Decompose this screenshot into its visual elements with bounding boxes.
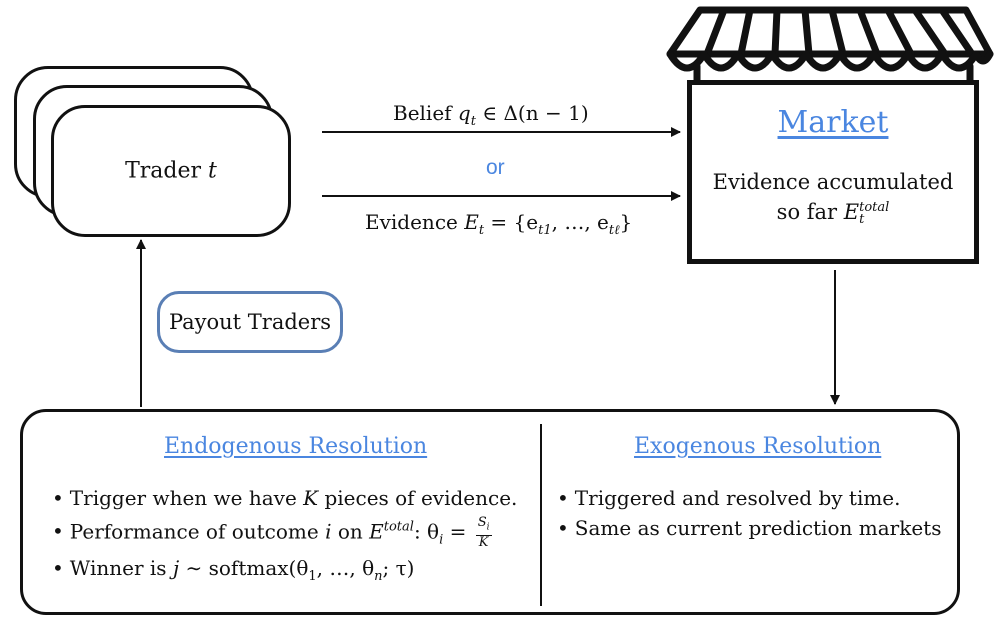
endogenous-bullet-3: •Winner is j ∼ softmax(θ1, …, θn; τ) [52,556,415,584]
market-title[interactable]: Market [777,105,889,140]
payout-label: Payout Traders [168,310,332,334]
awning-icon [666,6,994,88]
trader-card: Trader t [51,105,291,237]
belief-label: Belief qt ∈ Δ(n − 1) [393,101,589,129]
payout-traders-box: Payout Traders [157,291,343,353]
or-label: or [486,156,505,179]
exogenous-bullet-1: •Triggered and resolved by time. [557,486,901,510]
resolution-divider [540,424,542,606]
exogenous-bullet-2: •Same as current prediction markets [557,516,942,540]
trader-label: Trader t [125,158,217,184]
resolution-box: Endogenous Resolution •Trigger when we h… [20,409,960,615]
evidence-label: Evidence Et = {et1, …, etℓ} [365,210,633,238]
endogenous-bullet-1: •Trigger when we have K pieces of eviden… [52,486,518,510]
exogenous-title[interactable]: Exogenous Resolution [634,434,882,459]
endogenous-title[interactable]: Endogenous Resolution [164,434,428,459]
endogenous-bullet-2: •Performance of outcome i on Etotal: θi … [52,515,492,550]
